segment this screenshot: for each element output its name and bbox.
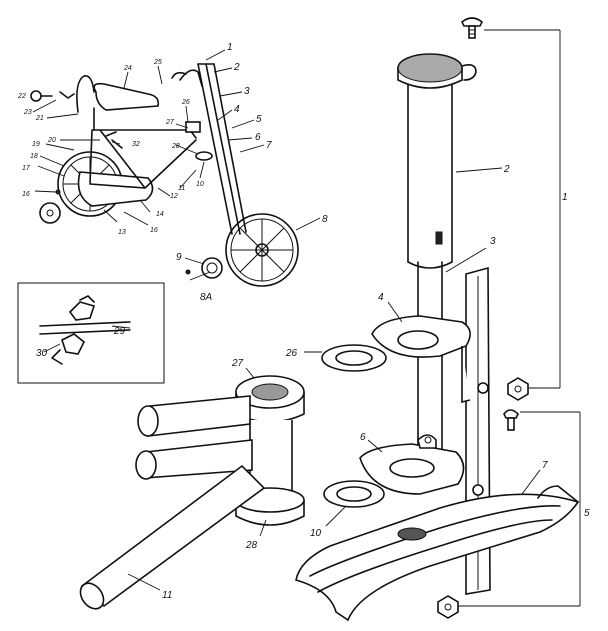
inset-label-5: 5 <box>256 114 262 125</box>
inset-label-18: 18 <box>30 153 38 160</box>
inset-label-22: 22 <box>17 93 26 100</box>
main-label-1: 1 <box>562 192 568 203</box>
inset-label-28: 28 <box>171 143 180 150</box>
inset-label-8: 8 <box>322 214 328 225</box>
inset-label-9: 9 <box>176 252 182 263</box>
main-label-4: 4 <box>378 292 384 303</box>
main-label-6: 6 <box>360 432 366 443</box>
fork-inset <box>197 63 247 235</box>
part-5-nut-bolt: 5 1 <box>456 192 590 607</box>
inset-label-7: 7 <box>266 140 272 151</box>
inset-label-6: 6 <box>255 132 261 143</box>
inset-label-20: 20 <box>47 137 56 144</box>
inset-label-11: 11 <box>178 185 185 192</box>
main-label-27: 27 <box>231 358 244 369</box>
part-1-top-bolt <box>460 17 561 389</box>
inset-label-27: 27 <box>165 119 175 126</box>
main-label-28: 28 <box>245 540 258 551</box>
main-label-11: 11 <box>162 590 172 601</box>
main-label-2: 2 <box>503 164 510 175</box>
inset-label-17: 17 <box>22 165 31 172</box>
inset-label-1: 1 <box>227 42 233 53</box>
bottom-nut <box>437 595 459 619</box>
inset-label-8a: 8A <box>200 292 213 303</box>
inset-label-14: 14 <box>156 211 164 218</box>
frame-top-tubes <box>135 395 253 480</box>
inset-label-19: 19 <box>32 141 40 148</box>
main-label-5: 5 <box>584 508 590 519</box>
inset-label-16: 16 <box>150 227 158 234</box>
inset-label-10: 10 <box>196 181 204 188</box>
washer-9 <box>201 257 223 279</box>
inset-label-26: 26 <box>181 99 190 106</box>
inset-label-12: 12 <box>170 193 178 200</box>
inset-label-24: 24 <box>123 65 132 72</box>
box-label-30: 30 <box>36 348 48 359</box>
main-label-26: 26 <box>285 348 298 359</box>
box-label-29: 29 <box>113 326 126 337</box>
inset-label-13: 13 <box>118 229 126 236</box>
inset-label-21: 21 <box>35 115 44 122</box>
part-6-lower-bracket: 6 <box>359 432 465 495</box>
inset-label-32: 32 <box>132 141 140 148</box>
front-wheel <box>225 213 299 287</box>
bicycle-overview-inset: 1 2 3 4 5 6 7 8 9 8A 10 11 12 14 16 13 1… <box>17 42 328 303</box>
inset-label-16b: 16 <box>22 191 30 198</box>
inset-label-3: 3 <box>244 86 250 97</box>
part-7-fender: 7 <box>295 460 580 622</box>
inset-label-23: 23 <box>23 109 32 116</box>
part-11-down-tube: 11 <box>79 464 266 610</box>
inset-label-25: 25 <box>153 59 162 66</box>
inset-label-4: 4 <box>234 104 240 115</box>
part-10-lower-washer: 10 <box>310 480 385 539</box>
training-wheel <box>39 202 61 224</box>
part-26-upper-washer: 26 <box>285 344 387 372</box>
main-label-10: 10 <box>310 528 322 539</box>
handlebar <box>179 69 203 87</box>
main-label-3: 3 <box>490 236 496 247</box>
main-label-7: 7 <box>542 460 548 471</box>
part-2-stem-tube: 2 <box>397 53 510 471</box>
part-4-upper-bracket: 4 <box>371 292 471 404</box>
inset-label-2: 2 <box>233 62 240 73</box>
seat <box>93 82 160 111</box>
brake-detail-box: 29 30 <box>17 282 165 384</box>
